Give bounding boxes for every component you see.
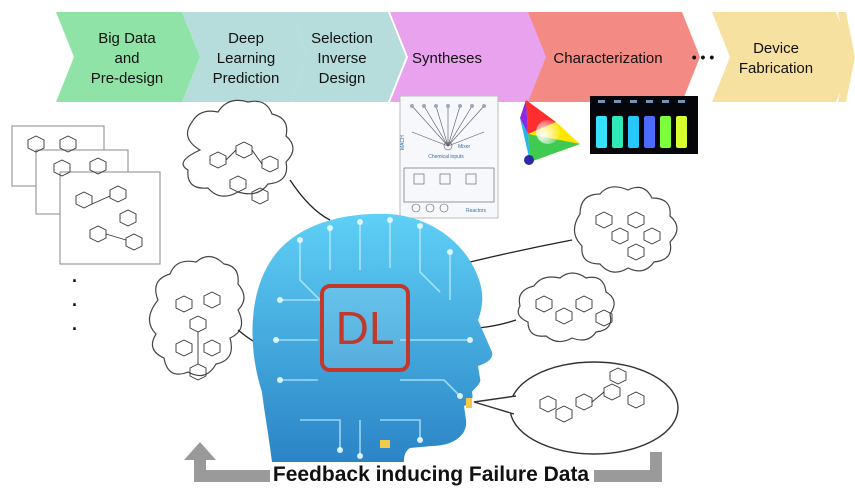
pipeline-step-2 [182,12,308,102]
pipeline-step-1-label-line-2: and [114,50,139,67]
molecule-top-right [595,211,661,261]
pipeline-step-4 [390,12,550,102]
mixer-label: Mixer [458,144,471,150]
bubble-tail-top-left [289,179,331,221]
pipeline-step-5 [528,12,700,102]
reactors-label: Reactors [466,208,487,214]
color-gamut-icon [520,100,580,165]
continuation-dots-3: . [72,314,77,334]
chemical-inputs-label: Chemical inputs [428,154,464,160]
pipeline-step-1 [56,12,200,102]
pipeline-step-6-label-line-1: Device [753,40,799,57]
pipeline-step-3-label-line-2: Inverse [317,50,366,67]
pipeline-step-3 [290,12,406,102]
pipeline-step-3-label-line-1: Selection [311,30,373,47]
pipeline-step-1-label-line-1: Big Data [98,30,156,47]
synthesis-schematic: Mixer Chemical inputs Reactors MACH [399,95,499,219]
feedback-label: Feedback inducing Failure Data [273,463,590,486]
molecule-top-left [209,141,279,205]
pipeline-step-3-label-line-3: Design [319,70,366,87]
emission-vials-photo [590,96,698,154]
ai-head: DL [252,213,493,462]
side-label: MACH [400,135,406,150]
continuation-dots: . [72,266,77,286]
thought-bubble-left [148,255,245,377]
feedback-arrow [184,442,662,482]
pipeline-ellipsis: • • • [692,49,715,65]
continuation-dots-2: . [72,290,77,310]
dl-badge-frame [320,284,410,372]
molecule-cards [11,125,161,265]
pipeline-step-1-label-line-3: Pre-design [91,70,164,87]
pipeline-step-2-label-line-1: Deep [228,30,264,47]
molecule-right [535,295,613,327]
pipeline-step-6 [712,12,854,102]
pipeline-step-2-label-line-2: Learning [217,50,275,67]
pipeline-step-2-label-line-3: Prediction [213,70,280,87]
thought-bubble-top-right [573,186,678,273]
thought-bubble-top-left [182,99,294,197]
speech-bubble-bottom-right [473,361,679,455]
pipeline-tail-chevron [838,12,855,102]
pipeline-step-4-label-line-1: Syntheses [412,50,482,67]
dl-badge-text: DL [336,302,395,354]
bubble-tail-right [477,319,517,329]
molecule-left [175,291,221,381]
thought-bubble-right [517,272,615,343]
pipeline-step-5-label-line-1: Characterization [553,50,662,67]
bubble-tail-top-right [469,239,573,263]
pipeline-step-6-label-line-2: Fabrication [739,60,813,77]
